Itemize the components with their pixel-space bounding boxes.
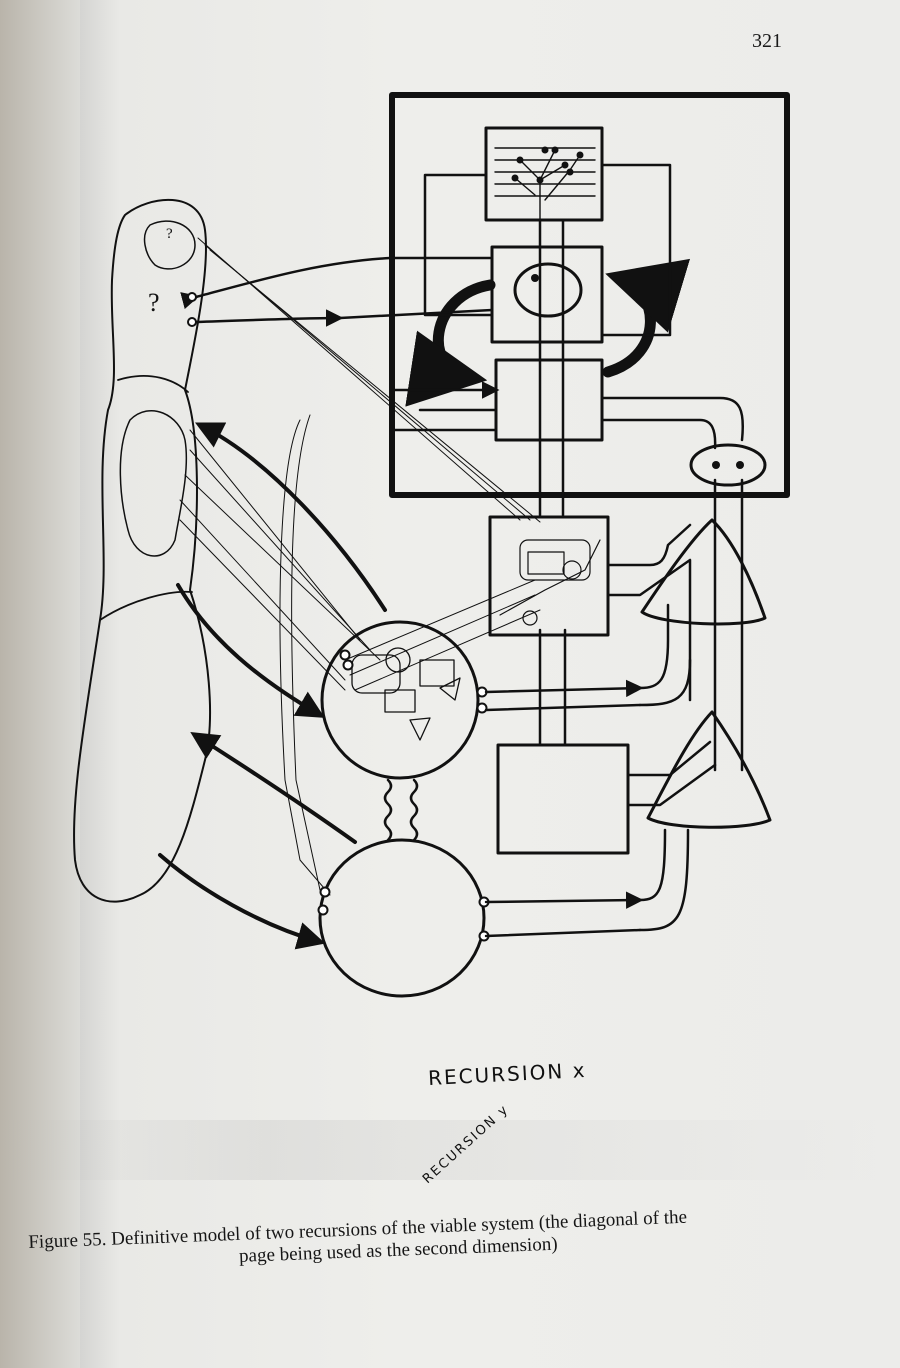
env-arrow-4 — [158, 853, 326, 950]
squiggle-link-b — [409, 778, 419, 842]
environment-question-mark: ? — [148, 288, 162, 317]
diagonal-recursion-lines — [179, 237, 541, 896]
env-arrow-1 — [194, 422, 387, 612]
smudged-text-strip — [0, 1120, 900, 1180]
vertical-channels — [538, 218, 567, 747]
system1a-management-box — [488, 515, 610, 637]
system4-node — [531, 274, 539, 282]
s5-outer-loop — [423, 173, 494, 317]
s3-s4-loop-left — [405, 279, 496, 407]
page-number: 321 — [752, 30, 782, 52]
env-arrow-3 — [190, 731, 357, 844]
environment-inner-b — [119, 410, 188, 557]
system1a-circuit — [499, 539, 601, 626]
metasystem-box — [389, 92, 790, 498]
s5-right-loop — [600, 163, 672, 337]
s3-s4-loop-right — [602, 258, 691, 378]
operation-circle-b — [318, 838, 486, 998]
environment-divider-b — [99, 590, 193, 621]
operation-management-links — [484, 603, 692, 938]
system1b-management-box — [496, 743, 630, 855]
system4-box — [490, 245, 604, 344]
environment-inner-a — [143, 220, 196, 270]
operation-triangle-b — [646, 710, 772, 829]
operation-triangle-a — [640, 518, 767, 626]
book-gutter — [0, 0, 80, 1368]
environment-divider-a — [117, 375, 189, 393]
environment-blob — [73, 198, 211, 903]
s3-channels — [393, 381, 744, 450]
system5-nodes — [511, 146, 584, 184]
system3-box — [494, 358, 604, 442]
env-to-s4-in — [194, 309, 344, 327]
system2-loop — [689, 443, 767, 487]
env-to-s4-out — [180, 256, 492, 310]
system4-eye — [513, 262, 583, 318]
system5-box — [484, 126, 604, 222]
squiggle-link-a — [383, 778, 393, 842]
environment-question-mark-small: ? — [166, 226, 175, 242]
operation-a-circuit — [351, 647, 461, 741]
system5-tree — [494, 147, 596, 221]
env-arrow-2 — [176, 583, 325, 718]
triangle-links — [606, 478, 744, 807]
